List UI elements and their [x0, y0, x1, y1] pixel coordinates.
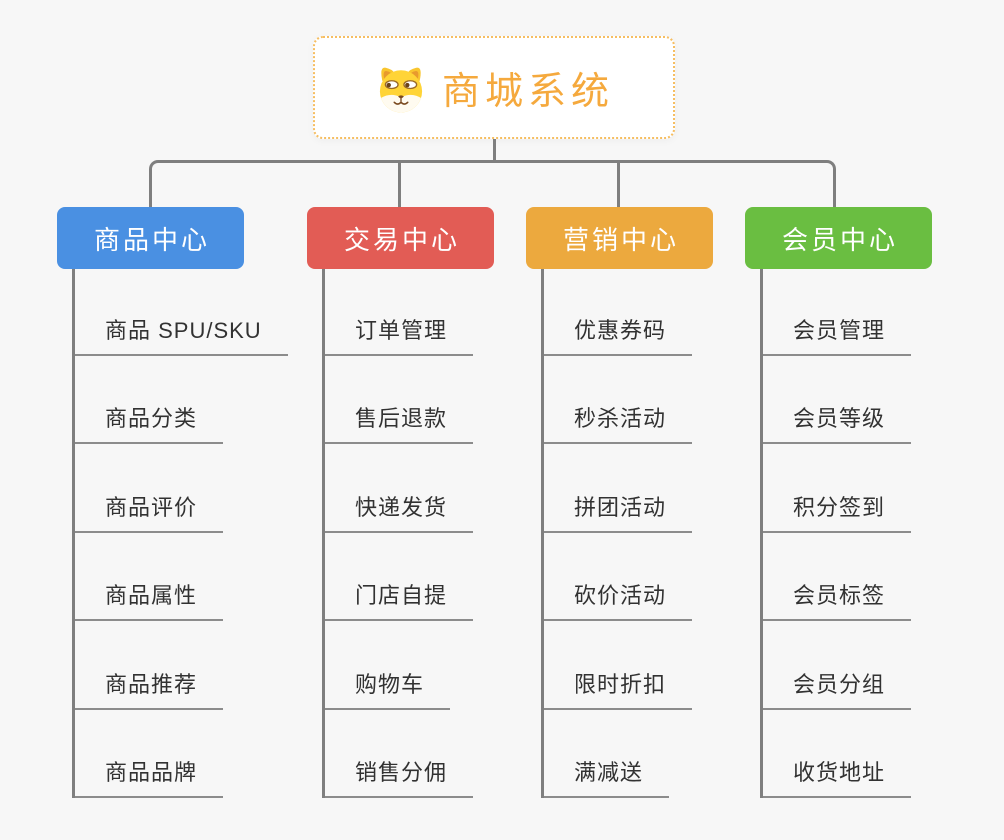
list-item: 商品品牌 — [72, 710, 297, 798]
item-topic[interactable]: 商品 SPU/SKU — [72, 313, 288, 356]
branch-children-marketing: 优惠券码 秒杀活动 拼团活动 砍价活动 限时折扣 满减送 — [526, 267, 766, 798]
connector-drop-trade — [398, 163, 401, 208]
branch-member-center[interactable]: 会员中心 — [745, 207, 932, 269]
root-topic[interactable]: 商城系统 — [313, 36, 675, 139]
branch-label: 会员中心 — [781, 224, 898, 255]
list-item: 拼团活动 — [541, 444, 766, 533]
item-topic[interactable]: 优惠券码 — [541, 313, 693, 356]
list-item: 积分签到 — [760, 444, 985, 533]
list-item: 商品属性 — [72, 533, 297, 621]
list-item: 商品 SPU/SKU — [72, 267, 297, 356]
branch-children-product: 商品 SPU/SKU 商品分类 商品评价 商品属性 商品推荐 商品品牌 — [57, 267, 297, 798]
item-topic[interactable]: 会员标签 — [760, 578, 912, 621]
list-item: 售后退款 — [322, 356, 547, 444]
branch-label: 营销中心 — [562, 224, 679, 255]
list-item: 砍价活动 — [541, 533, 766, 621]
list-item: 秒杀活动 — [541, 356, 766, 444]
connector-column-line — [72, 268, 75, 798]
list-item: 会员标签 — [760, 533, 985, 621]
connector-column-line — [760, 268, 763, 798]
item-topic[interactable]: 砍价活动 — [541, 578, 693, 621]
connector-horizontal-bar — [149, 160, 836, 208]
branch-marketing-center[interactable]: 营销中心 — [526, 207, 713, 269]
branch-children-member: 会员管理 会员等级 积分签到 会员标签 会员分组 收货地址 — [745, 267, 985, 798]
connector-drop-marketing — [617, 163, 620, 208]
list-item: 购物车 — [322, 621, 547, 710]
item-topic[interactable]: 订单管理 — [322, 313, 474, 356]
list-item: 商品分类 — [72, 356, 297, 444]
item-topic[interactable]: 会员管理 — [760, 313, 912, 356]
list-item: 订单管理 — [322, 267, 547, 356]
item-topic[interactable]: 购物车 — [322, 667, 451, 710]
item-topic[interactable]: 商品属性 — [72, 578, 224, 621]
list-item: 门店自提 — [322, 533, 547, 621]
item-topic[interactable]: 快递发货 — [322, 490, 474, 533]
item-topic[interactable]: 商品品牌 — [72, 755, 224, 798]
list-item: 会员分组 — [760, 621, 985, 710]
item-topic[interactable]: 限时折扣 — [541, 667, 693, 710]
branch-product-center[interactable]: 商品中心 — [57, 207, 244, 269]
branch-children-trade: 订单管理 售后退款 快递发货 门店自提 购物车 销售分佣 — [307, 267, 547, 798]
list-item: 商品推荐 — [72, 621, 297, 710]
list-item: 会员管理 — [760, 267, 985, 356]
item-topic[interactable]: 商品评价 — [72, 490, 224, 533]
item-topic[interactable]: 销售分佣 — [322, 755, 474, 798]
root-topic-label: 商城系统 — [441, 71, 614, 113]
item-topic[interactable]: 会员等级 — [760, 401, 912, 444]
list-item: 快递发货 — [322, 444, 547, 533]
list-item: 限时折扣 — [541, 621, 766, 710]
item-topic[interactable]: 积分签到 — [760, 490, 912, 533]
branch-trade-center[interactable]: 交易中心 — [307, 207, 494, 269]
item-topic[interactable]: 售后退款 — [322, 401, 474, 444]
connector-column-line — [541, 268, 544, 798]
connector-column-line — [322, 268, 325, 798]
item-topic[interactable]: 会员分组 — [760, 667, 912, 710]
branch-label: 商品中心 — [93, 224, 210, 255]
list-item: 优惠券码 — [541, 267, 766, 356]
list-item: 商品评价 — [72, 444, 297, 533]
item-topic[interactable]: 门店自提 — [322, 578, 474, 621]
list-item: 满减送 — [541, 710, 766, 798]
list-item: 收货地址 — [760, 710, 985, 798]
item-topic[interactable]: 商品分类 — [72, 401, 224, 444]
connector-root-stem — [493, 139, 496, 163]
branch-label: 交易中心 — [343, 224, 460, 255]
item-topic[interactable]: 拼团活动 — [541, 490, 693, 533]
item-topic[interactable]: 秒杀活动 — [541, 401, 693, 444]
list-item: 销售分佣 — [322, 710, 547, 798]
item-topic[interactable]: 商品推荐 — [72, 667, 224, 710]
item-topic[interactable]: 收货地址 — [760, 755, 912, 798]
dog-face-icon — [379, 67, 423, 112]
list-item: 会员等级 — [760, 356, 985, 444]
item-topic[interactable]: 满减送 — [541, 755, 670, 798]
